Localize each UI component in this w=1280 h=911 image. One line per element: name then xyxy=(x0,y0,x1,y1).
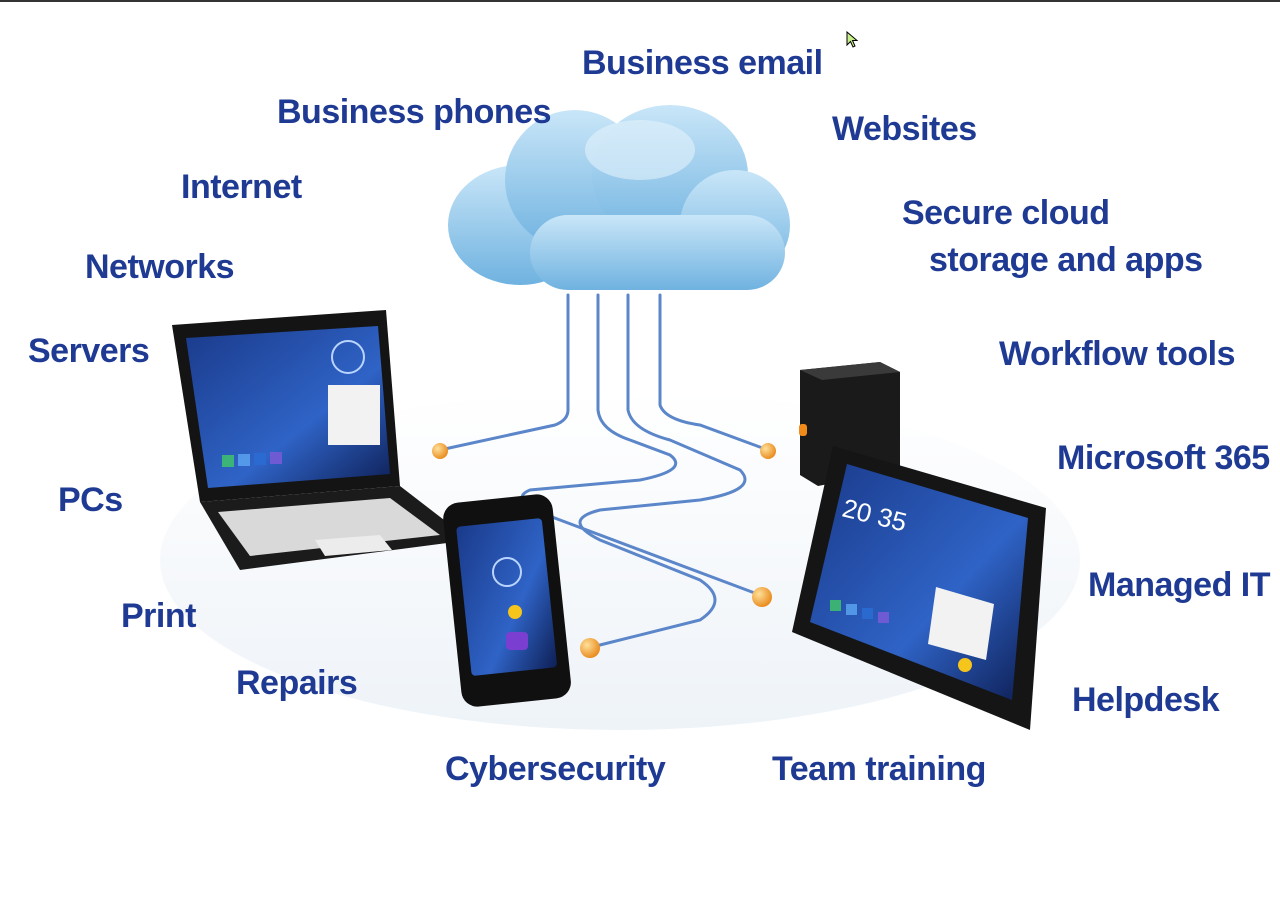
label-pcs: PCs xyxy=(58,481,123,519)
label-servers: Servers xyxy=(28,332,150,370)
label-print: Print xyxy=(121,597,196,635)
pointer-cursor-icon xyxy=(846,31,859,48)
server-icon xyxy=(799,362,900,486)
label-microsoft-365: Microsoft 365 xyxy=(1057,439,1270,477)
label-helpdesk: Helpdesk xyxy=(1072,681,1220,719)
label-team-training: Team training xyxy=(772,750,986,788)
cloud-icon xyxy=(448,105,790,290)
label-secure-cloud-line2: storage and apps xyxy=(929,241,1203,279)
laptop-icon xyxy=(172,310,470,570)
label-internet: Internet xyxy=(181,168,302,206)
label-repairs: Repairs xyxy=(236,664,358,702)
wire-node xyxy=(752,587,772,607)
wire-node xyxy=(760,443,776,459)
label-workflow-tools: Workflow tools xyxy=(999,335,1236,373)
smartphone-icon xyxy=(443,494,571,707)
window-top-border xyxy=(0,0,1280,2)
label-business-phones: Business phones xyxy=(277,93,552,131)
label-cybersecurity: Cybersecurity xyxy=(445,750,666,788)
label-business-email: Business email xyxy=(582,44,823,82)
label-secure-cloud: Secure cloud xyxy=(902,194,1110,232)
label-managed-it: Managed IT xyxy=(1088,566,1271,604)
wire-node xyxy=(580,638,600,658)
tablet-icon xyxy=(792,446,1046,730)
label-websites: Websites xyxy=(832,110,977,148)
label-networks: Networks xyxy=(85,248,235,286)
wire-node xyxy=(432,443,448,459)
